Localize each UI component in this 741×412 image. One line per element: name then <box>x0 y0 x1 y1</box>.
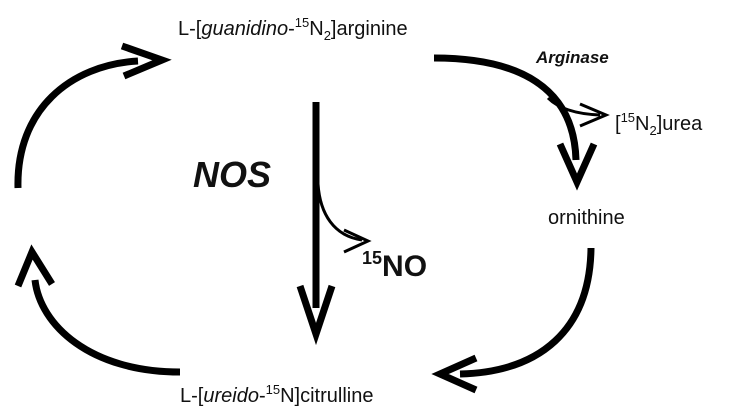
arginine-italic: guanidino <box>201 18 288 40</box>
nos-label: NOS <box>193 154 271 195</box>
nitric-oxide-isotope-superscript: 15 <box>362 248 382 268</box>
arginine-isotope-superscript: 15 <box>295 15 309 30</box>
citrulline-label: L-[ureido-15N]citrulline <box>180 382 373 407</box>
ornithine-label: ornithine <box>548 207 625 229</box>
citrulline-prefix: L-[ <box>180 385 204 407</box>
ornithine-to-citrulline-arrow-head <box>431 354 478 394</box>
citrulline-recycle-arrow-head <box>14 244 55 288</box>
urea-branch-arrow-head <box>579 102 610 128</box>
nos-arrow-head <box>296 284 336 346</box>
arginine-dash: - <box>288 18 295 40</box>
urea-open-bracket: [ <box>615 113 621 135</box>
citrulline-italic: ureido <box>203 385 259 407</box>
arginine-count-subscript: 2 <box>324 28 331 43</box>
arginine-suffix: ]arginine <box>331 18 408 40</box>
urea-label: [15N2]urea <box>615 110 703 138</box>
arginine-element: N <box>309 18 323 40</box>
citrulline-isotope-superscript: 15 <box>266 382 280 397</box>
urea-suffix: ]urea <box>657 113 703 135</box>
nitric-oxide-label: 15NO <box>362 248 427 283</box>
ornithine-to-citrulline-arrow <box>459 247 595 378</box>
citrulline-recycle-arrow <box>31 279 181 376</box>
arginine-prefix: L-[ <box>178 18 202 40</box>
nitric-oxide-branch-arrow-head <box>343 228 372 254</box>
recycle-arrow-to-arginine-head <box>120 42 172 80</box>
arginase-label: Arginase <box>535 48 609 67</box>
urea-isotope-superscript: 15 <box>621 110 635 125</box>
arginase-arrow-head <box>556 142 598 191</box>
urea-count-subscript: 2 <box>649 123 656 138</box>
urea-element: N <box>635 113 649 135</box>
citrulline-element: N <box>280 385 294 407</box>
citrulline-suffix: ]citrulline <box>295 385 374 407</box>
nitric-oxide-branch-arrow <box>316 183 363 242</box>
citrulline-dash: - <box>259 385 266 407</box>
arginine-label: L-[guanidino-15N2]arginine <box>178 15 408 43</box>
arginase-arrow <box>433 54 580 161</box>
recycle-arrow-to-arginine <box>14 57 139 189</box>
nitric-oxide-formula: NO <box>382 250 427 283</box>
citrulline-suffix-with-element: N]citrulline <box>280 385 373 407</box>
urea-branch-arrow <box>546 96 601 117</box>
